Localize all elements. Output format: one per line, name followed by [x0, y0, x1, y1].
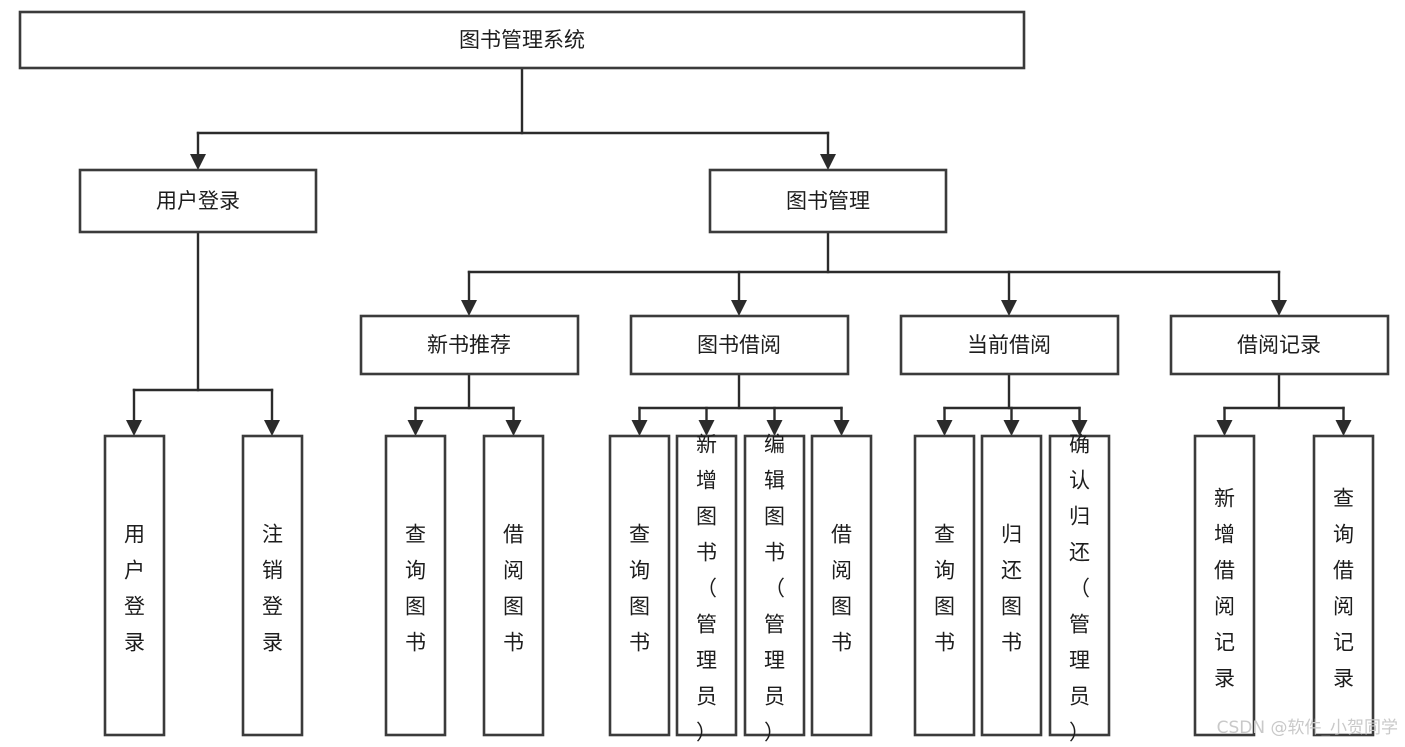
node-label-leaf: 查询借阅记录: [1333, 487, 1354, 691]
node-label-leaf: 新增图书（管理员）: [696, 433, 717, 745]
node-box-root[interactable]: [18, 10, 1026, 70]
node-label-leaf: 查询图书: [629, 523, 650, 655]
node-label-new-book-recommend: 新书推荐: [427, 333, 511, 357]
node-leaf[interactable]: 新增借阅记录: [1193, 434, 1256, 737]
connector-layer: [126, 66, 1352, 436]
node-label-leaf: 编辑图书（管理员）: [764, 433, 785, 745]
node-box-leaf[interactable]: [1312, 434, 1375, 737]
node-new-book-recommend[interactable]: 新书推荐: [359, 314, 580, 376]
node-box-leaf[interactable]: [743, 434, 806, 737]
node-user-login[interactable]: 用户登录: [78, 168, 318, 234]
node-box-leaf[interactable]: [482, 434, 545, 737]
node-label-leaf: 查询图书: [934, 523, 955, 655]
node-leaf[interactable]: 查询图书: [913, 434, 976, 737]
node-box-leaf[interactable]: [980, 434, 1043, 737]
node-label-leaf: 注销登录: [262, 523, 283, 655]
node-label-root: 图书管理系统: [459, 28, 585, 52]
leaf-layer: 用户登录 注销登录 查询图书 借阅图书 查询图书 新增图书（管理员） 编辑图书（管理员） 借阅…: [103, 433, 1375, 745]
node-box-leaf[interactable]: [675, 434, 738, 737]
node-leaf[interactable]: 借阅图书: [810, 434, 873, 737]
node-box-book-management[interactable]: [708, 168, 948, 234]
node-leaf[interactable]: 编辑图书（管理员）: [743, 433, 806, 745]
watermark-label: CSDN @软件_小贺同学: [1217, 718, 1398, 738]
node-box-borrow-record[interactable]: [1169, 314, 1390, 376]
node-box-leaf[interactable]: [913, 434, 976, 737]
node-box-leaf[interactable]: [1048, 434, 1111, 737]
node-leaf[interactable]: 注销登录: [241, 434, 304, 737]
node-label-leaf: 借阅图书: [831, 523, 852, 655]
node-box-leaf[interactable]: [608, 434, 671, 737]
node-box-leaf[interactable]: [1193, 434, 1256, 737]
node-label-book-management: 图书管理: [786, 189, 870, 213]
node-book-management[interactable]: 图书管理: [708, 168, 948, 234]
node-label-borrow-record: 借阅记录: [1237, 333, 1321, 357]
node-box-book-borrow[interactable]: [629, 314, 850, 376]
node-label-current-borrow: 当前借阅: [967, 333, 1051, 357]
node-box-leaf[interactable]: [384, 434, 447, 737]
node-current-borrow[interactable]: 当前借阅: [899, 314, 1120, 376]
node-leaf[interactable]: 归还图书: [980, 434, 1043, 737]
node-leaf[interactable]: 确认归还（管理员）: [1048, 433, 1111, 745]
node-leaf[interactable]: 用户登录: [103, 434, 166, 737]
node-leaf[interactable]: 新增图书（管理员）: [675, 433, 738, 745]
node-label-leaf: 借阅图书: [503, 523, 524, 655]
node-box-leaf[interactable]: [810, 434, 873, 737]
node-label-leaf: 用户登录: [124, 523, 145, 655]
node-box-user-login[interactable]: [78, 168, 318, 234]
node-box-leaf[interactable]: [241, 434, 304, 737]
node-leaf[interactable]: 查询借阅记录: [1312, 434, 1375, 737]
node-label-user-login: 用户登录: [156, 189, 240, 213]
node-book-borrow[interactable]: 图书借阅: [629, 314, 850, 376]
node-label-book-borrow: 图书借阅: [697, 333, 781, 357]
node-leaf[interactable]: 查询图书: [384, 434, 447, 737]
node-box-leaf[interactable]: [103, 434, 166, 737]
node-root[interactable]: 图书管理系统: [18, 10, 1026, 70]
node-label-leaf: 查询图书: [405, 523, 426, 655]
node-box-new-book-recommend[interactable]: [359, 314, 580, 376]
node-label-leaf: 归还图书: [1001, 523, 1022, 655]
node-box-current-borrow[interactable]: [899, 314, 1120, 376]
node-leaf[interactable]: 查询图书: [608, 434, 671, 737]
node-leaf[interactable]: 借阅图书: [482, 434, 545, 737]
node-borrow-record[interactable]: 借阅记录: [1169, 314, 1390, 376]
node-label-leaf: 新增借阅记录: [1214, 487, 1235, 691]
node-label-leaf: 确认归还（管理员）: [1069, 433, 1090, 745]
